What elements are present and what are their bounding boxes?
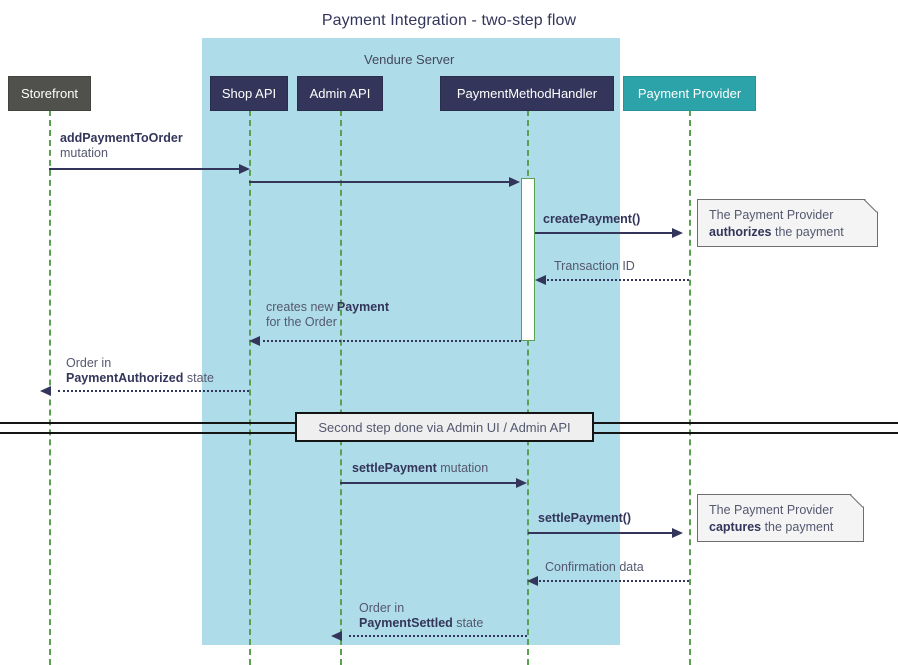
message-label-order-payment-settled: Order in PaymentSettled state <box>359 601 483 631</box>
message-label-add-payment-to-order-sub: mutation <box>60 146 108 160</box>
arrowhead-right-create-payment <box>672 228 683 238</box>
note-authorizes: The Payment Provider authorizes the paym… <box>697 199 878 247</box>
group-label-vendure-server: Vendure Server <box>364 52 455 67</box>
participant-label-payment-provider: Payment Provider <box>637 86 742 101</box>
note-captures-line1: The Payment Provider <box>709 503 834 517</box>
note-captures-bold: captures <box>709 520 762 534</box>
participant-label-admin-api: Admin API <box>309 86 371 101</box>
message-label-order-payment-settled-bold: PaymentSettled <box>359 616 453 630</box>
message-label-create-payment-bold: createPayment() <box>543 212 641 226</box>
message-label-order-payment-authorized-rest: state <box>183 371 214 385</box>
lifeline-payment-provider <box>689 110 691 665</box>
arrowhead-left-order-payment-authorized <box>40 386 51 396</box>
message-arrow-settle-payment-call <box>528 532 676 534</box>
arrowhead-right-shop-api-to-handler <box>509 177 520 187</box>
divider-box: Second step done via Admin UI / Admin AP… <box>295 412 594 442</box>
note-fold-line-icon <box>860 199 878 217</box>
message-label-creates-new-payment-pre: creates new <box>266 300 337 314</box>
arrowhead-right-add-payment-to-order <box>239 164 250 174</box>
lifeline-admin-api <box>340 110 342 665</box>
lifeline-payment-method-handler <box>527 110 529 665</box>
message-label-add-payment-to-order: addPaymentToOrder mutation <box>60 131 183 161</box>
message-arrow-creates-new-payment <box>258 340 521 342</box>
message-label-creates-new-payment: creates new Payment for the Order <box>266 300 389 330</box>
participant-payment-method-handler[interactable]: PaymentMethodHandler <box>440 76 614 111</box>
arrowhead-right-settle-payment-call <box>672 528 683 538</box>
note-captures: The Payment Provider captures the paymen… <box>697 494 864 542</box>
message-label-order-payment-authorized-line1: Order in <box>66 356 112 370</box>
page-title: Payment Integration - two-step flow <box>321 12 577 29</box>
message-arrow-create-payment <box>535 232 676 234</box>
arrowhead-left-transaction-id <box>535 275 546 285</box>
note-captures-rest: the payment <box>761 520 834 534</box>
message-label-create-payment: createPayment() <box>543 212 640 227</box>
message-label-confirmation-data: Confirmation data <box>545 560 644 575</box>
message-label-settle-payment-call-bold: settlePayment() <box>538 511 632 525</box>
participant-storefront[interactable]: Storefront <box>8 76 91 111</box>
message-label-order-payment-authorized: Order in PaymentAuthorized state <box>66 356 214 386</box>
message-arrow-add-payment-to-order <box>49 168 245 170</box>
message-arrow-order-payment-settled <box>349 635 527 637</box>
message-label-order-payment-authorized-bold: PaymentAuthorized <box>66 371 184 385</box>
message-label-transaction-id: Transaction ID <box>554 259 635 274</box>
message-label-settle-payment-mutation: settlePayment mutation <box>352 461 488 476</box>
participant-label-payment-method-handler: PaymentMethodHandler <box>456 86 598 101</box>
note-authorizes-line1: The Payment Provider <box>709 208 834 222</box>
divider-label: Second step done via Admin UI / Admin AP… <box>318 419 571 435</box>
message-arrow-confirmation-data <box>536 580 689 582</box>
arrowhead-left-creates-new-payment <box>249 336 260 346</box>
participant-label-shop-api: Shop API <box>221 86 277 101</box>
message-label-transaction-id-text: Transaction ID <box>554 259 635 273</box>
arrowhead-right-settle-payment-mutation <box>516 478 527 488</box>
activation-bar-payment-method-handler <box>521 178 535 341</box>
message-label-creates-new-payment-sub: for the Order <box>266 315 337 329</box>
message-arrow-shop-api-to-handler <box>249 181 514 183</box>
note-authorizes-bold: authorizes <box>709 225 772 239</box>
arrowhead-left-order-payment-settled <box>331 631 342 641</box>
note-authorizes-rest: the payment <box>771 225 844 239</box>
message-label-confirmation-data-text: Confirmation data <box>545 560 644 574</box>
message-label-add-payment-to-order-bold: addPaymentToOrder <box>60 131 183 145</box>
message-arrow-transaction-id <box>544 279 689 281</box>
message-arrow-settle-payment-mutation <box>340 482 520 484</box>
message-label-order-payment-settled-rest: state <box>452 616 484 630</box>
note-fold-line-icon-2 <box>846 494 864 512</box>
message-label-creates-new-payment-bold: Payment <box>336 300 389 314</box>
arrowhead-left-confirmation-data <box>527 576 538 586</box>
participant-admin-api[interactable]: Admin API <box>297 76 383 111</box>
participant-label-storefront: Storefront <box>20 86 79 101</box>
lifeline-shop-api <box>249 110 251 665</box>
message-label-settle-payment-mutation-bold: settlePayment <box>352 461 437 475</box>
message-label-settle-payment-call: settlePayment() <box>538 511 631 526</box>
message-label-order-payment-settled-line1: Order in <box>359 601 405 615</box>
participant-shop-api[interactable]: Shop API <box>210 76 288 111</box>
message-label-settle-payment-mutation-rest: mutation <box>436 461 489 475</box>
message-arrow-order-payment-authorized <box>58 390 249 392</box>
participant-payment-provider[interactable]: Payment Provider <box>623 76 756 111</box>
